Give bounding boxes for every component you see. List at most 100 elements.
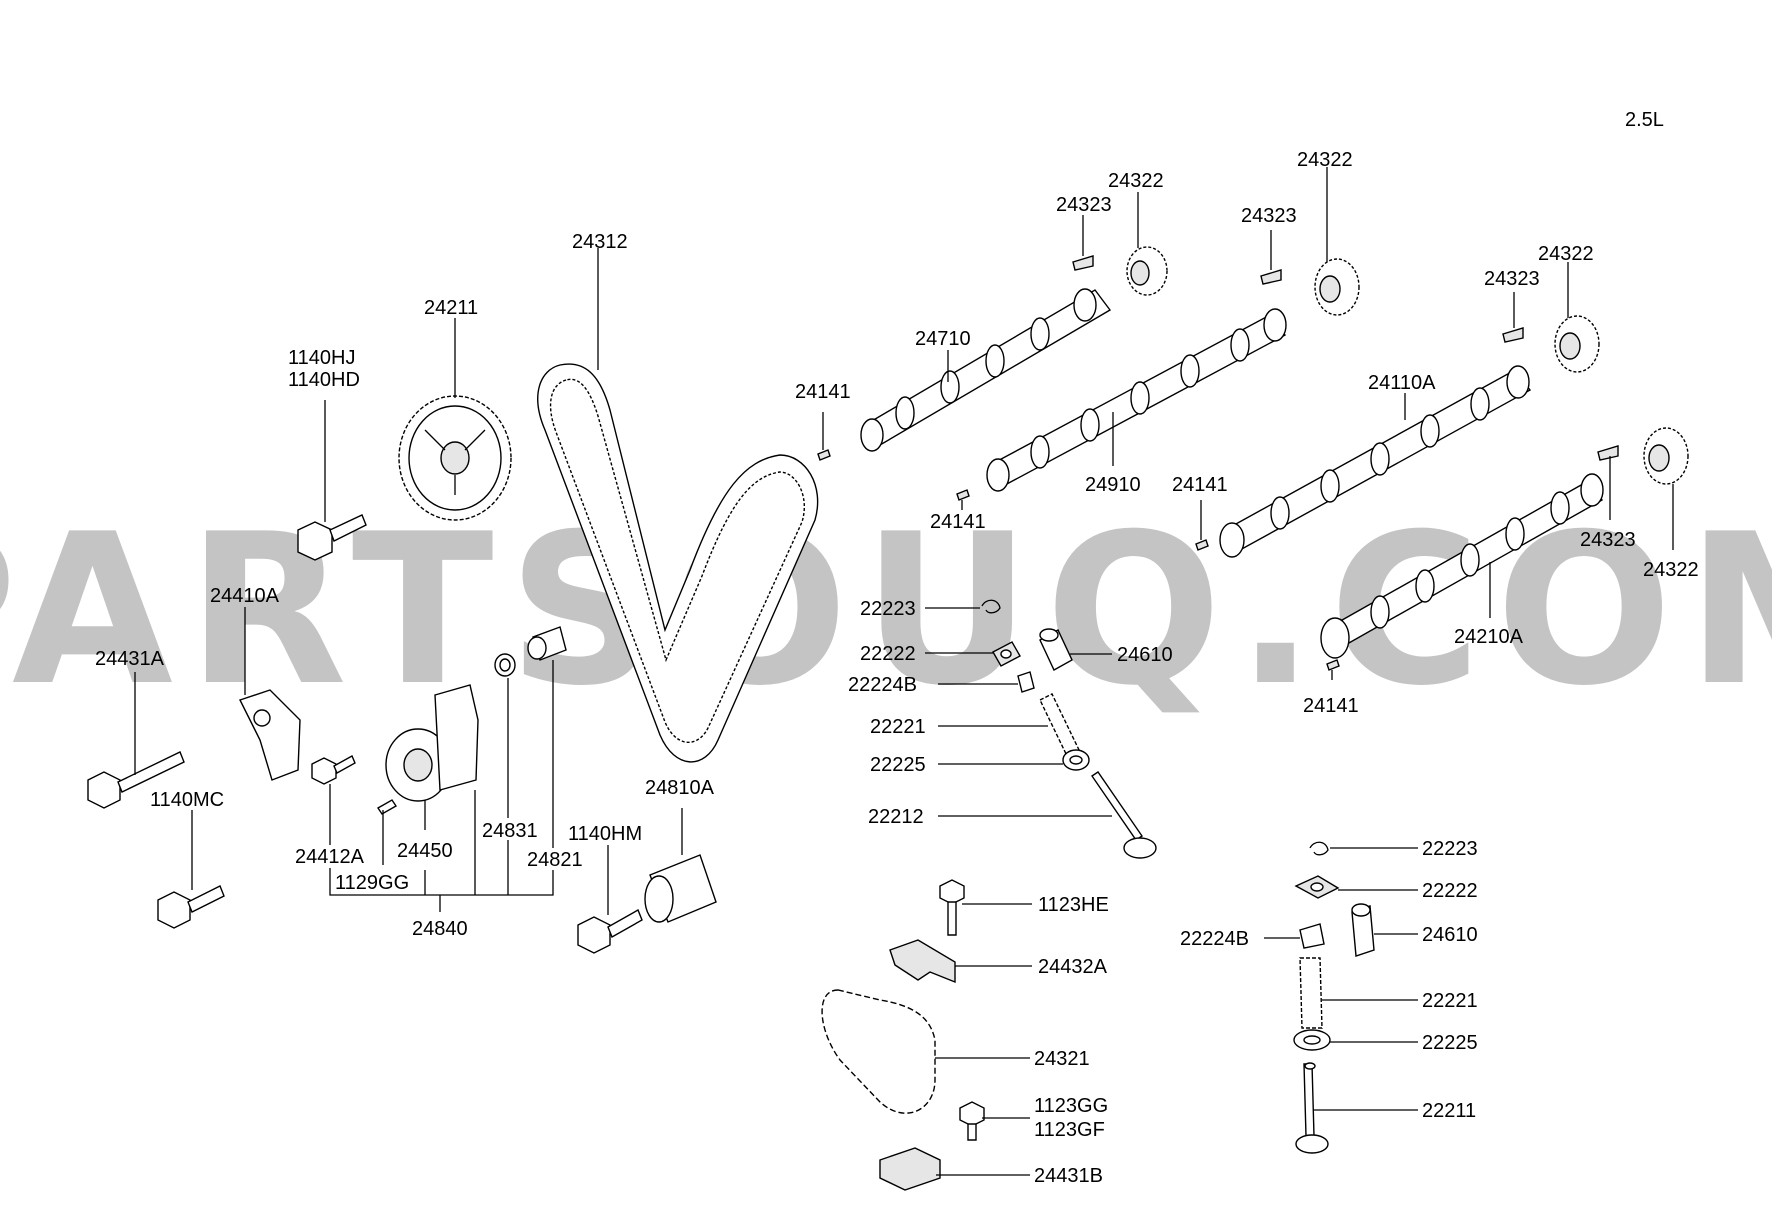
- label-24312: 24312: [572, 231, 628, 253]
- label-1140mc: 1140MC: [150, 789, 224, 811]
- label-24323-b: 24323: [1241, 205, 1297, 227]
- bracket-24840: [329, 790, 554, 896]
- spring-22221-a[interactable]: [1039, 693, 1081, 759]
- idler-24810a[interactable]: [644, 854, 717, 923]
- label-24211: 24211: [424, 297, 478, 319]
- label-24710: 24710: [915, 328, 971, 350]
- retainer-22222-b[interactable]: [1294, 875, 1340, 899]
- label-22225-a: 22225: [870, 754, 926, 776]
- bolt-24412a[interactable]: [311, 755, 356, 785]
- label-24610-b: 24610: [1422, 924, 1478, 946]
- bolt-1140hj[interactable]: [297, 514, 367, 561]
- label-24321: 24321: [1034, 1048, 1090, 1070]
- key-24141-d[interactable]: [1326, 659, 1340, 671]
- label-24410a: 24410A: [210, 585, 280, 607]
- label-24322-d: 24322: [1643, 559, 1699, 581]
- label-22224b-a: 22224B: [848, 674, 917, 696]
- bolt-1140mc[interactable]: [157, 885, 225, 929]
- valve-22212[interactable]: [1091, 771, 1157, 859]
- valve-22211[interactable]: [1295, 1062, 1329, 1154]
- seat-22225-a[interactable]: [1062, 749, 1090, 771]
- seal-22224b-b[interactable]: [1299, 923, 1325, 949]
- bushing-24821[interactable]: [527, 626, 567, 661]
- label-22221-b: 22221: [1422, 990, 1478, 1012]
- label-1140hd: 1140HD: [288, 369, 360, 391]
- seat-22225-b[interactable]: [1293, 1029, 1331, 1051]
- label-24141-b: 24141: [930, 511, 986, 533]
- label-22225-b: 22225: [1422, 1032, 1478, 1054]
- label-22212: 22212: [868, 806, 924, 828]
- camshaft-24210a[interactable]: [1320, 473, 1604, 659]
- label-24323-d: 24323: [1580, 529, 1636, 551]
- label-24412a: 24412A: [295, 846, 365, 868]
- label-24141-a: 24141: [795, 381, 851, 403]
- gear-24322-d[interactable]: [1643, 427, 1689, 485]
- watermark: PARTSOUQ.COM: [0, 490, 1772, 732]
- label-1123he: 1123HE: [1038, 894, 1109, 916]
- retainer-lock-22223-b[interactable]: [1309, 841, 1329, 856]
- tensioner-arm-24410a[interactable]: [239, 689, 301, 781]
- label-24322-a: 24322: [1108, 170, 1164, 192]
- label-22222-b: 22222: [1422, 880, 1478, 902]
- camshaft-24110a[interactable]: [1219, 365, 1532, 558]
- retainer-lock-22223-a[interactable]: [981, 599, 1001, 614]
- label-24431a: 24431A: [95, 648, 165, 670]
- label-24210a: 24210A: [1454, 626, 1524, 648]
- engine-label: 2.5L: [1625, 109, 1664, 131]
- bolt-1123gg[interactable]: [959, 1101, 985, 1141]
- label-24831: 24831: [482, 820, 538, 842]
- label-24141-d: 24141: [1303, 695, 1359, 717]
- key-24141-a[interactable]: [817, 449, 831, 461]
- label-22224b-b: 22224B: [1180, 928, 1249, 950]
- label-24110a: 24110A: [1368, 372, 1436, 394]
- lifter-24610-a[interactable]: [1039, 628, 1073, 671]
- label-22223-b: 22223: [1422, 838, 1478, 860]
- key-24323-a[interactable]: [1072, 255, 1094, 271]
- spring-22221-b[interactable]: [1299, 957, 1323, 1029]
- block-24431b[interactable]: [879, 1147, 941, 1191]
- washer-24831[interactable]: [494, 653, 516, 677]
- label-22221-a: 22221: [870, 716, 926, 738]
- guide-24432a[interactable]: [889, 939, 956, 984]
- gear-24322-a[interactable]: [1126, 246, 1168, 296]
- key-24141-b[interactable]: [956, 489, 970, 501]
- label-24323-a: 24323: [1056, 194, 1112, 216]
- key-24323-b[interactable]: [1260, 269, 1282, 285]
- camshaft-24710[interactable]: [860, 288, 1112, 452]
- label-22211: 22211: [1422, 1100, 1476, 1122]
- label-1129gg: 1129GG: [335, 872, 409, 894]
- label-1123gf: 1123GF: [1034, 1119, 1105, 1141]
- label-1123gg: 1123GG: [1034, 1095, 1108, 1117]
- label-1140hj: 1140HJ: [288, 347, 355, 369]
- crank-sprocket[interactable]: [398, 395, 512, 521]
- retainer-22222-a[interactable]: [992, 641, 1021, 667]
- label-24910: 24910: [1085, 474, 1141, 496]
- label-24810a: 24810A: [645, 777, 715, 799]
- key-24323-c[interactable]: [1502, 327, 1524, 343]
- timing-belt[interactable]: [537, 363, 819, 763]
- bolt-1140hm[interactable]: [577, 908, 643, 954]
- bolt-1123he[interactable]: [939, 879, 965, 936]
- label-24322-c: 24322: [1538, 243, 1594, 265]
- label-22223-a: 22223: [860, 598, 916, 620]
- label-24840: 24840: [412, 918, 468, 940]
- label-24450: 24450: [397, 840, 453, 862]
- idler-pulley-24450[interactable]: [385, 684, 479, 802]
- camshaft-24910[interactable]: [986, 308, 1287, 492]
- label-24821: 24821: [527, 849, 583, 871]
- key-24323-d[interactable]: [1597, 445, 1619, 461]
- chain-24321[interactable]: [821, 989, 936, 1114]
- label-24141-c: 24141: [1172, 474, 1228, 496]
- bolt-24431a[interactable]: [87, 751, 185, 809]
- lifter-24610-b[interactable]: [1351, 903, 1375, 957]
- label-24610-a: 24610: [1117, 644, 1173, 666]
- gear-24322-c[interactable]: [1554, 315, 1600, 373]
- bolt-1129gg[interactable]: [377, 799, 397, 815]
- gear-24322-b[interactable]: [1314, 258, 1360, 316]
- seal-22224b-a[interactable]: [1017, 671, 1035, 693]
- label-1140hm: 1140HM: [568, 823, 642, 845]
- label-22222-a: 22222: [860, 643, 916, 665]
- label-24323-c: 24323: [1484, 268, 1540, 290]
- key-24141-c[interactable]: [1195, 539, 1209, 551]
